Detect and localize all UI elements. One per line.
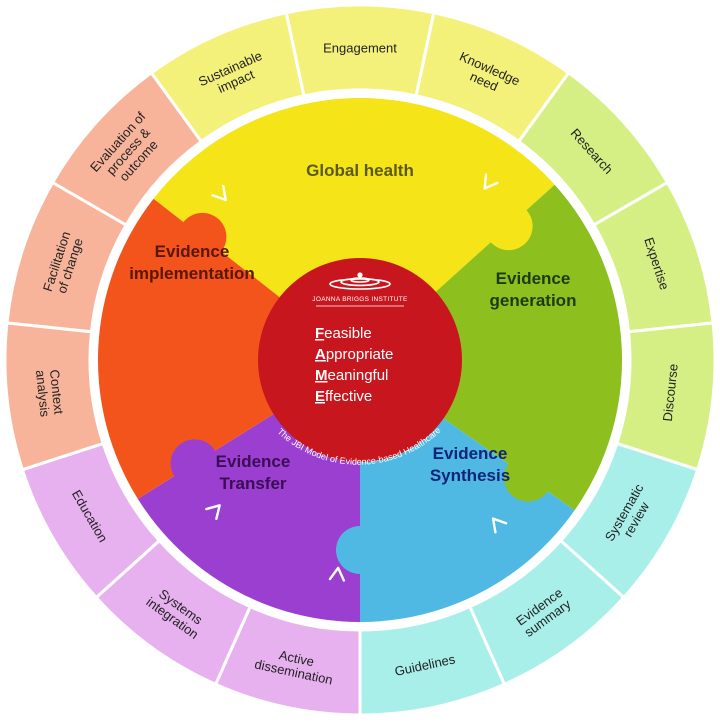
fame-item: Effective [315, 388, 372, 405]
fame-rest: easible [324, 325, 372, 342]
outer-segment-line: Active [278, 647, 316, 669]
puzzle-tab [170, 439, 219, 488]
outer-segment: Facilitationof change [5, 180, 129, 334]
outer-segment: Activedissemination [213, 604, 362, 717]
quadrant-evidence-implementation-shape [98, 198, 361, 499]
logo-text: JOANNA BRIGGS INSTITUTE [312, 296, 408, 303]
cycle-arrow-icon [491, 517, 508, 534]
quadrant-evidence-generation-label: Evidence generation [490, 269, 577, 310]
outer-segment: Guidelines [358, 604, 507, 717]
quadrant-global-health-shape [153, 98, 555, 361]
puzzle-tab [336, 526, 384, 574]
fame-item: Appropriate [315, 346, 393, 363]
fame-rest: ffective [325, 388, 372, 405]
outer-segment-line: Engagement [323, 41, 397, 56]
fame-initial: F [315, 325, 324, 342]
outer-segment-label: Discourse [660, 363, 681, 422]
outer-ring: EngagementKnowledgeneedResearchExpertise… [3, 3, 717, 717]
outer-segment: Education [20, 441, 162, 600]
outer-segment: Evidencesummary [467, 538, 626, 687]
puzzle-tab [503, 453, 552, 502]
quadrant-evidence-implementation-label: Evidence implementation [129, 242, 255, 283]
cycle-arrow-icon [483, 173, 499, 190]
quadrant-label-line: generation [490, 291, 577, 310]
quadrant-label-line: implementation [129, 264, 255, 283]
outer-segment-label: Engagement [323, 41, 397, 56]
outer-segment-line: Context [47, 369, 67, 416]
outer-segment: Expertise [591, 180, 715, 334]
cycle-arrow-icon [205, 504, 221, 521]
outer-segment: Sustainableimpact [149, 10, 306, 144]
quadrant-label-line: Synthesis [430, 466, 510, 485]
center-circle [258, 258, 462, 462]
cycle-arrow-icon [328, 566, 346, 582]
quadrant-label-line: Transfer [219, 474, 286, 493]
quadrant-label-line: Evidence [433, 444, 508, 463]
quadrant-label-line: Evidence [496, 269, 571, 288]
fame-rest: eaningful [328, 367, 389, 384]
fame-rest: ppropriate [326, 346, 394, 363]
quadrant-label-line: Evidence [216, 452, 291, 471]
quadrant-label-line: Global health [306, 161, 414, 180]
puzzle-tab [484, 202, 533, 251]
fame-initial: M [315, 367, 328, 384]
fame-item: Feasible [315, 325, 372, 342]
outer-segment: Systemsintegration [94, 538, 253, 687]
outer-segment: Evaluation ofprocess &outcome [50, 70, 204, 228]
outer-segment: Knowledgeneed [414, 10, 571, 144]
outer-segment: Contextanalysis [3, 321, 106, 472]
outer-segment-label: Contextanalysis [33, 368, 67, 418]
center-disc: JOANNA BRIGGS INSTITUTE FeasibleAppropri… [258, 258, 462, 467]
outer-segment-shape [149, 10, 306, 144]
jbi-logo-icon [329, 272, 391, 290]
fame-item: Meaningful [315, 367, 388, 384]
outer-segment: Discourse [614, 321, 717, 472]
outer-segment-line: analysis [33, 369, 53, 418]
fame-initial: A [315, 346, 326, 363]
quadrant-evidence-generation-shape [360, 184, 623, 511]
outer-segment-line: Discourse [660, 363, 681, 422]
puzzle-tab [178, 212, 227, 261]
quadrant-label-line: Evidence [155, 242, 230, 261]
fame-initial: E [315, 388, 325, 405]
outer-segment: Engagement [284, 3, 436, 98]
cycle-arrow-icon [211, 185, 227, 202]
quadrant-global-health-label: Global health [306, 161, 414, 180]
